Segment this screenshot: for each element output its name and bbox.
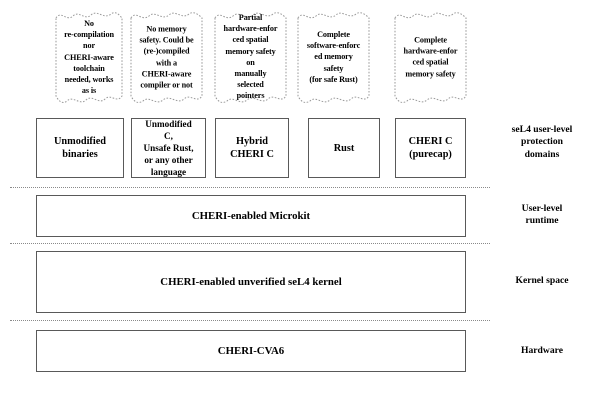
cloud-note-text: No memory safety. Could be (re-)compiled… [139,24,194,90]
protection-domain-label: Unmodified binaries [53,136,107,160]
side-label-user-level-runtime: User-level runtime [521,203,563,227]
layer-label: CHERI-enabled Microkit [191,210,311,222]
side-label-hardware: Hardware [521,345,563,356]
protection-domain-label: CHERI C (purecap) [408,136,453,160]
side-label-kernel-space: Kernel space [515,275,569,286]
protection-domain-cheri-c-purecap[interactable]: CHERI C (purecap) [395,118,466,178]
layer-cheri-cva6[interactable]: CHERI-CVA6 [36,330,466,372]
cloud-shape-icon [394,12,467,103]
layer-label: CHERI-CVA6 [217,345,285,357]
layer-label: CHERI-enabled unverified seL4 kernel [160,276,342,288]
protection-domain-label: Hybrid CHERI C [230,136,274,160]
separator-hardware [10,320,490,321]
cloud-shape-icon [297,12,370,103]
cloud-note-hybrid-cheri-c: Partial hardware-enfor ced spatial memor… [214,8,287,106]
cloud-note-unmodified-binaries: No re-compilation nor CHERI-aware toolch… [55,8,123,106]
cloud-shape-icon [55,12,123,103]
protection-domain-unmodified-c[interactable]: Unmodified C, Unsafe Rust, or any other … [131,118,206,178]
separator-kernel-space [10,243,490,244]
layer-cheri-enabled-microkit[interactable]: CHERI-enabled Microkit [36,195,466,237]
cloud-note-text: Complete software-enforc ed memory safet… [306,29,361,84]
protection-domain-rust[interactable]: Rust [308,118,380,178]
cloud-note-text: No re-compilation nor CHERI-aware toolch… [64,18,114,96]
cloud-note-unmodified-c: No memory safety. Could be (re-)compiled… [130,8,203,106]
side-label-protection-domains: seL4 user-level protection domains [511,124,573,160]
protection-domain-label: Rust [333,142,355,154]
cloud-note-cheri-c-purecap: Complete hardware-enfor ced spatial memo… [394,8,467,106]
cloud-note-text: Complete hardware-enfor ced spatial memo… [403,35,458,79]
layer-cheri-enabled-sel4-kernel[interactable]: CHERI-enabled unverified seL4 kernel [36,251,466,313]
protection-domain-label: Unmodified C, Unsafe Rust, or any other … [143,119,194,177]
cloud-shape-icon [214,12,287,103]
cloud-note-text: Partial hardware-enfor ced spatial memor… [223,13,278,101]
protection-domain-hybrid-cheri-c[interactable]: Hybrid CHERI C [215,118,289,178]
separator-user-runtime [10,187,490,188]
cloud-shape-icon [130,12,203,103]
protection-domain-unmodified-binaries[interactable]: Unmodified binaries [36,118,124,178]
cloud-note-rust: Complete software-enforc ed memory safet… [297,8,370,106]
